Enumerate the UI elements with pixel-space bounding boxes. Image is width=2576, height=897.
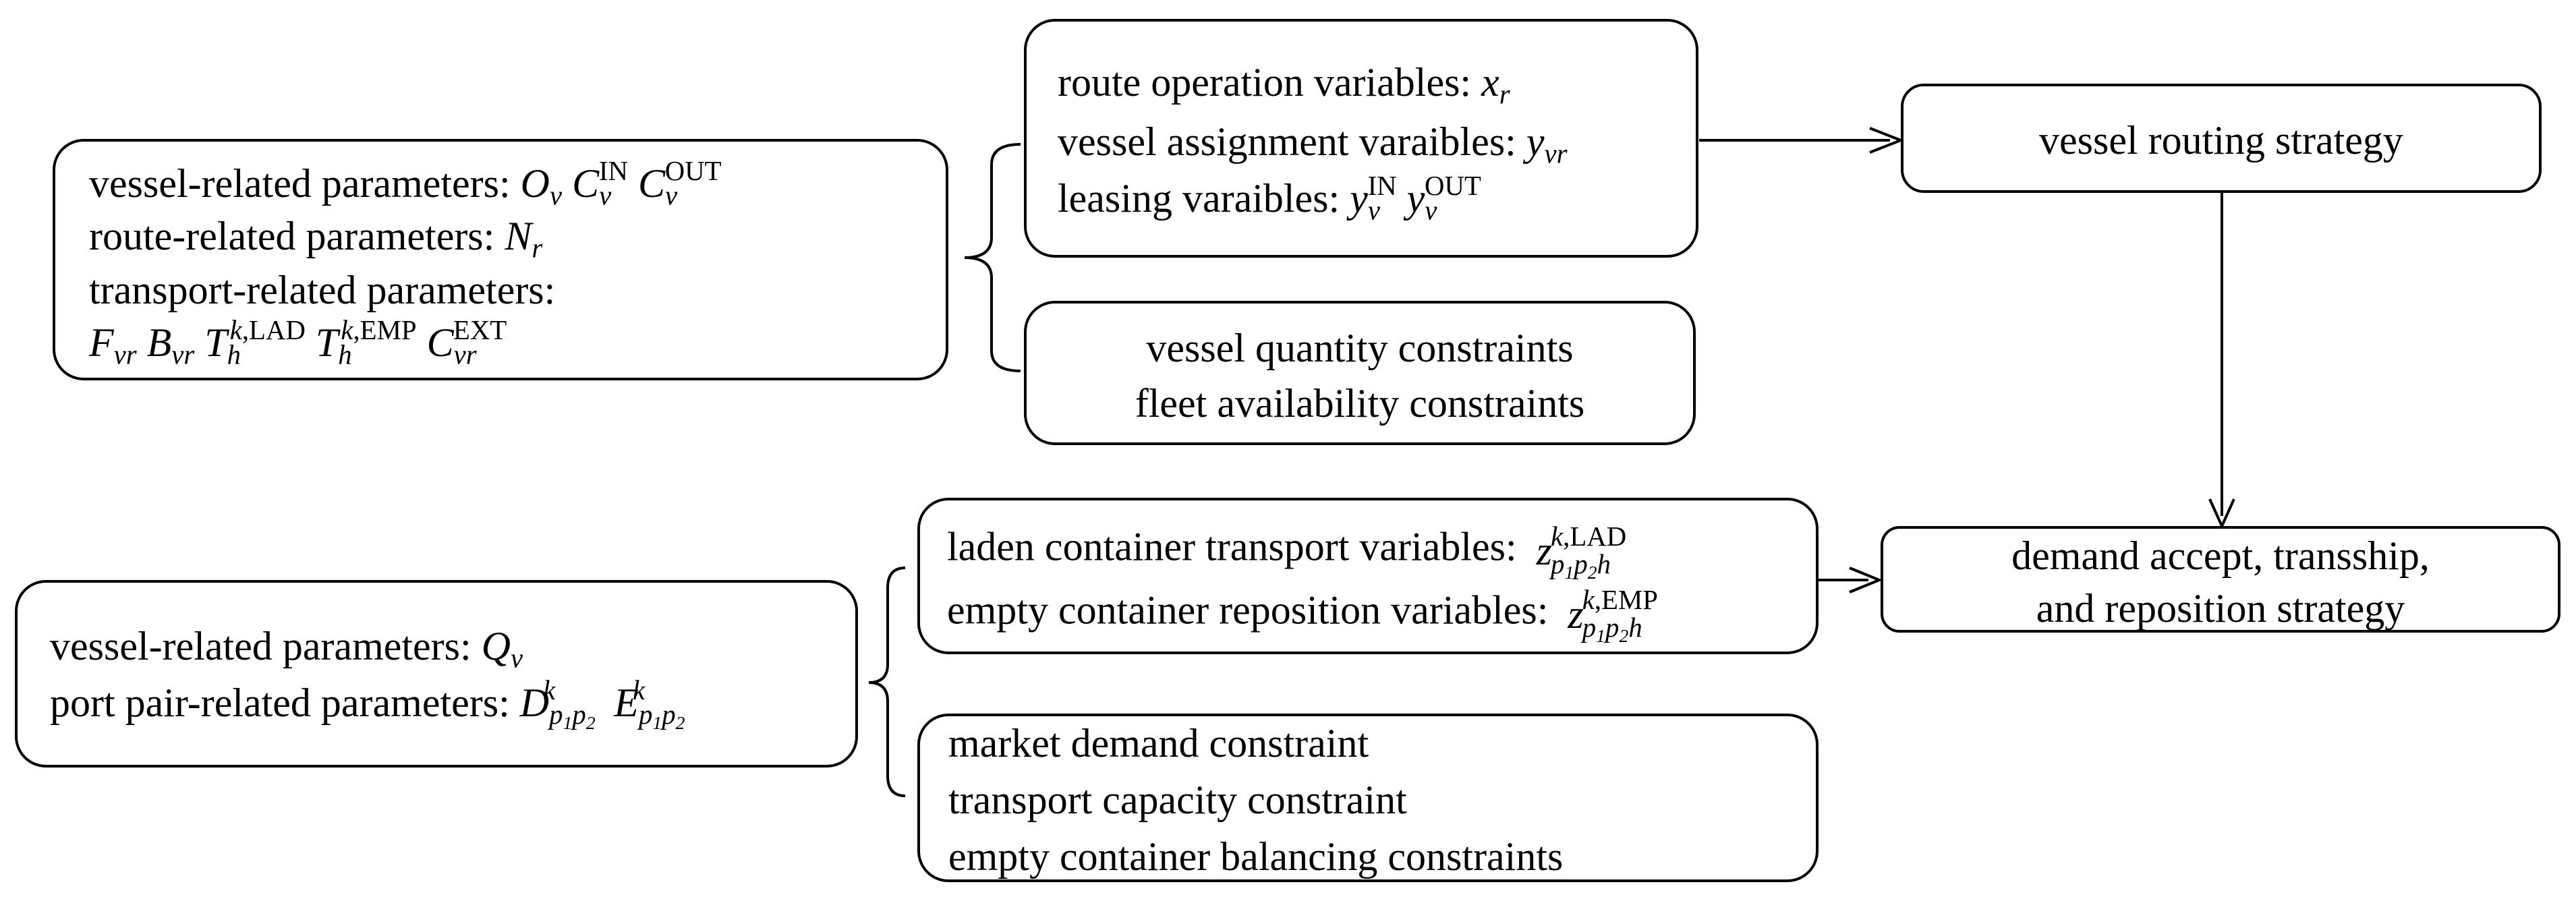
laden-transport-symbol: z [1536,528,1553,573]
demand-strategy-line-2: and reposition strategy [2036,586,2405,631]
top-brace [964,143,1021,372]
leasing-label: leasing varaibles: [1058,176,1340,221]
fleet-availability-constraints: fleet availability constraints [1135,381,1585,426]
route-params-label: route-related parameters: [89,214,495,258]
vessel-params-label: vessel-related parameters: [89,161,511,206]
leasing-symbols: yvIN yvOUT [1350,170,1481,226]
empty-reposition-indices: k,EMP p1p2h [1582,585,1658,647]
left-top-parameters-box: vessel-related parameters: Ov CvIN CvOUT… [53,139,948,380]
port-pair-params-line: port pair-related parameters: Dp1p2k Ep1… [50,674,685,734]
route-operation-symbol: xr [1481,60,1510,110]
route-params-symbols: Nr [505,214,543,264]
vessel-quantity-constraints: vessel quantity constraints [1146,326,1574,370]
route-operation-line: route operation variables: xr [1058,60,1510,110]
left-bottom-parameters-box: vessel-related parameters: Qv port pair-… [15,580,858,768]
bottom-brace [868,567,906,797]
empty-reposition-symbol: z [1568,591,1584,637]
laden-transport-indices: k,LAD p1p2h [1551,521,1627,583]
empty-reposition-line: empty container reposition variables: z … [947,585,1658,647]
vessel-capacity-label: vessel-related parameters: [50,624,471,668]
top-variables-box: route operation variables: xr vessel ass… [1024,19,1698,258]
vessel-capacity-line: vessel-related parameters: Qv [50,624,523,674]
vessel-params-symbols: Ov CvIN CvOUT [520,155,722,211]
vessel-routing-strategy-box: vessel routing strategy [1901,84,2542,193]
transport-params-line: transport-related parameters: [89,270,555,310]
vessel-assignment-line: vessel assignment varaibles: yvr [1058,119,1568,169]
bottom-constraints-box: market demand constraint transport capac… [917,714,1819,882]
vessel-capacity-symbols: Qv [481,624,523,674]
route-operation-label: route operation variables: [1058,60,1472,105]
market-demand-constraint: market demand constraint [948,721,1369,765]
laden-transport-label: laden container transport variables: [947,524,1517,569]
transport-params-symbols: Fvr Bvr Thk,LAD Thk,EMP CvrEXT [89,314,507,370]
port-pair-params-label: port pair-related parameters: [50,681,510,725]
demand-strategy-box: demand accept, transship, and reposition… [1881,526,2560,633]
leasing-line: leasing varaibles: yvIN yvOUT [1058,170,1481,226]
port-pair-params-symbols: Dp1p2k Ep1p2k [519,674,685,734]
empty-container-balancing-constraints: empty container balancing constraints [948,834,1564,879]
vessel-routing-strategy-text: vessel routing strategy [2039,118,2403,163]
route-params-line: route-related parameters: Nr [89,214,543,264]
vessel-assignment-label: vessel assignment varaibles: [1058,119,1516,164]
top-constraints-box: vessel quantity constraints fleet availa… [1024,301,1696,445]
empty-reposition-label: empty container reposition variables: [947,587,1549,633]
transport-params-label: transport-related parameters: [89,268,556,312]
arrowhead-demand-left [1849,567,1883,594]
laden-transport-line: laden container transport variables: z k… [947,521,1627,583]
vessel-params-line: vessel-related parameters: Ov CvIN CvOUT [89,155,722,211]
demand-strategy-line-1: demand accept, transship, [2011,533,2430,578]
bottom-variables-box: laden container transport variables: z k… [917,498,1819,654]
transport-capacity-constraint: transport capacity constraint [948,778,1407,822]
vessel-assignment-symbol: yvr [1526,119,1568,169]
